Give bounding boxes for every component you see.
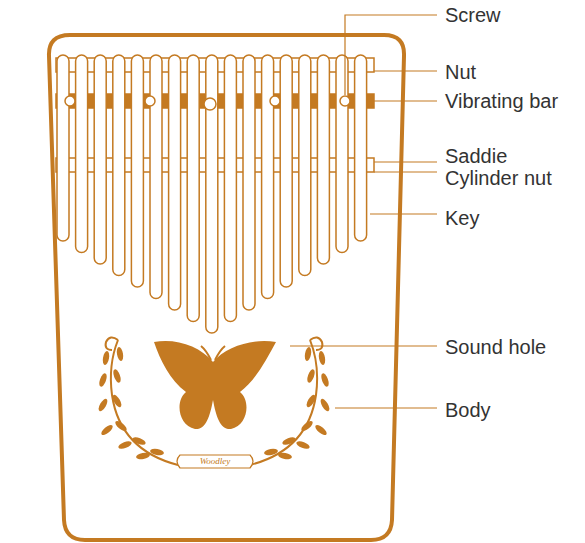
wreath-leaf [320,372,330,387]
leader-line [374,70,437,71]
wreath-leaves [97,347,331,461]
key-tine [262,55,274,299]
wreath-leaf [116,347,124,362]
wreath-leaf [136,452,151,460]
keys [57,55,367,333]
leader-line [370,213,437,214]
logo-badge [177,455,253,468]
key-tine [243,55,255,310]
wreath-leaf [300,419,315,433]
wreath-leaf [100,423,115,437]
part-label: Saddie [445,145,507,167]
body-outline [49,35,404,540]
part-label: Body [445,399,491,421]
wreath-curl [310,337,322,350]
screw [204,98,216,110]
key-tine [317,55,329,264]
wreath-leaf [306,368,316,383]
leader-line [345,15,437,95]
leader-lines [290,15,437,408]
wreath-leaf [319,397,331,412]
key-tine [57,55,69,241]
key-tine [355,55,367,241]
leader-line [335,407,437,408]
key-tine [336,55,348,253]
screw [65,96,75,106]
wreath-leaf [305,393,317,408]
brand-logo: Woodley [199,456,232,466]
part-label: Cylinder nut [445,167,552,189]
wreath-leaf [111,393,123,408]
part-label: Key [445,207,479,229]
wreath-leaf [97,397,109,412]
screw [340,96,350,106]
wreath-leaf [98,372,108,387]
wreath-leaf [131,436,146,446]
key-tine [224,55,236,322]
wreath-curl [106,337,118,350]
part-label: Nut [445,61,476,83]
wreath-leaf [304,347,312,362]
wreath [106,337,323,465]
wreath-branch [250,340,317,465]
leader-line [374,100,437,101]
key-tine [206,55,218,333]
sound-hole-butterfly [154,341,276,429]
antennae [201,346,225,360]
key-tine [187,55,199,322]
wreath-leaf [112,368,122,383]
wreath-leaf [281,436,296,446]
key-tine [76,55,88,253]
key-tine [113,55,125,276]
wreath-leaf [102,351,110,366]
wreath-leaf [314,423,329,437]
key-tine [169,55,181,310]
key-tine [299,55,311,276]
key-tine [150,55,162,299]
wreath-leaf [278,452,293,460]
screw [145,96,155,106]
leader-line [374,161,437,162]
key-tine [131,55,143,287]
wreath-leaf [117,440,132,450]
screw [270,96,280,106]
key-tine [280,55,292,287]
part-label: Sound hole [445,336,546,358]
wreath-leaf [295,440,310,450]
wreath-leaf [318,351,326,366]
wreath-leaf [150,448,165,456]
leader-line [374,171,437,172]
wreath-leaf [264,448,279,456]
part-label: Vibrating bar [445,90,558,112]
wreath-leaf [114,419,129,433]
part-label: Screw [445,4,501,26]
screws [65,96,350,110]
key-tine [94,55,106,264]
butterfly-shape [154,341,276,429]
wreath-branch [111,340,178,465]
